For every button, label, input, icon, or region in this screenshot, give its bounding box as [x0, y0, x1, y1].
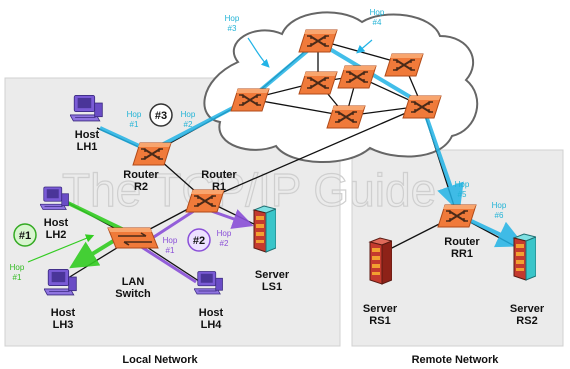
router-rr1-icon — [437, 204, 477, 228]
remote-network-label: Remote Network — [412, 354, 500, 366]
router-r2-icon — [132, 142, 172, 166]
hop-pointer-green — [27, 234, 95, 263]
path-remote-cyan-last — [464, 216, 526, 248]
server-rs1-icon — [369, 237, 392, 285]
badge-3: #3 — [149, 103, 173, 127]
router-icon — [402, 95, 442, 119]
hop-label-purple-2: Hop#2 — [217, 229, 232, 248]
hop-pointer-cyan-3 — [247, 37, 270, 68]
watermark: The TCP/IP Guide — [62, 164, 436, 216]
badge-1: #1 — [13, 223, 37, 247]
svg-text:#2: #2 — [193, 235, 205, 247]
path-local-purple — [138, 205, 254, 284]
local-network-label: Local Network — [122, 354, 198, 366]
hop-label-cyan-6: Hop#6 — [492, 201, 507, 220]
hop-label-purple-1: Hop#1 — [163, 236, 178, 255]
router-icon — [384, 53, 424, 77]
hop-label-cyan-2: Hop#2 — [181, 110, 196, 129]
router-icon — [326, 105, 366, 129]
server-rs2-icon — [513, 233, 536, 281]
router-icon — [230, 88, 270, 112]
lan-switch-icon — [107, 227, 159, 249]
hop-label-cyan-4: Hop#4 — [370, 8, 385, 27]
router-r1-icon — [185, 189, 225, 213]
hop-label-cyan-3: Hop#3 — [225, 14, 240, 33]
router-icon — [337, 65, 377, 89]
svg-text:#3: #3 — [155, 110, 167, 122]
hop-pointer-cyan-4 — [356, 39, 373, 54]
hop-label-green-1: Hop#1 — [10, 263, 25, 282]
hop-label-cyan-1: Hop#1 — [127, 110, 142, 129]
router-icon — [298, 71, 338, 95]
hop-label-cyan-5: Hop#5 — [455, 180, 470, 199]
router-icon — [298, 29, 338, 53]
badge-2: #2 — [187, 228, 211, 252]
server-ls1-icon — [253, 205, 276, 253]
svg-text:#1: #1 — [19, 230, 31, 242]
